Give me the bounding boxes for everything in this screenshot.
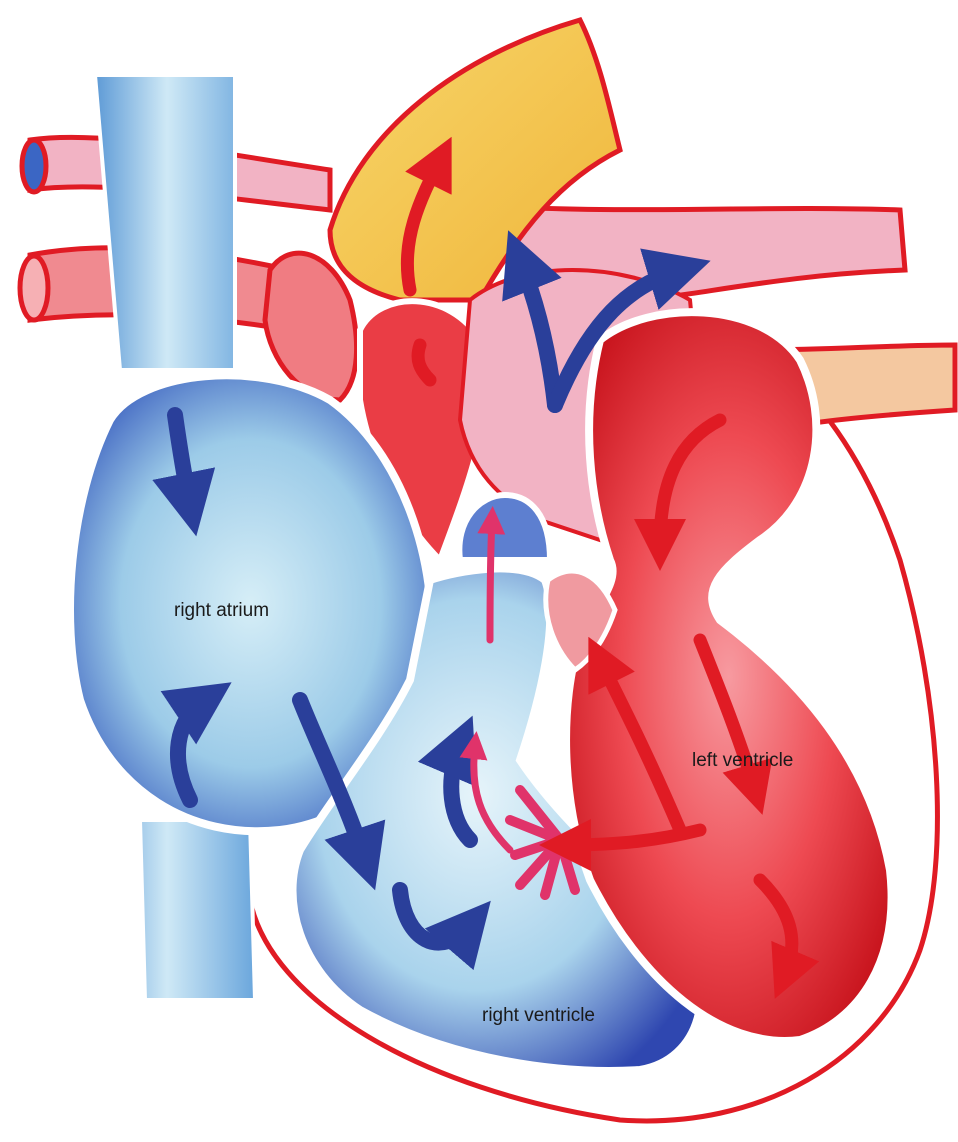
label-right-ventricle: right ventricle [482, 1005, 595, 1026]
arrow-pulmonary-up [490, 520, 492, 640]
label-right-atrium: right atrium [174, 600, 269, 621]
label-left-ventricle: left ventricle [692, 750, 793, 771]
